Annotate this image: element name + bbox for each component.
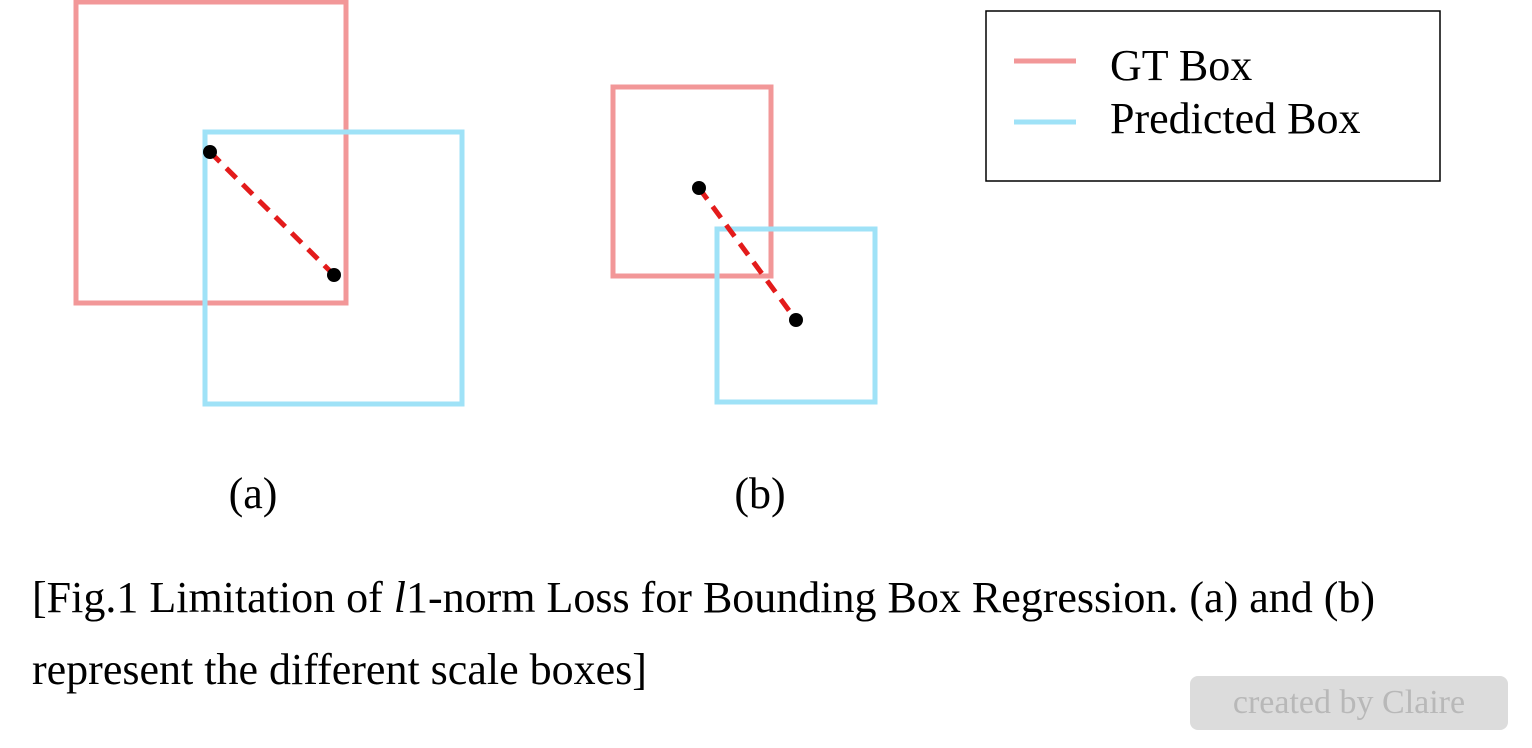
panel-b-label: (b) <box>734 469 785 518</box>
panel-b-predicted-center-point <box>789 313 803 327</box>
panel-b-predicted-box <box>714 226 878 405</box>
legend-frame <box>985 10 1441 182</box>
panel-b <box>610 84 878 405</box>
legend-predicted-label: Predicted Box <box>1110 94 1361 143</box>
panel-a-gt-center-point <box>203 145 217 159</box>
panel-a-predicted-box <box>202 129 465 407</box>
watermark-badge: created by Claire <box>1190 676 1508 730</box>
panel-a-label: (a) <box>229 469 278 518</box>
caption-text-start: [Fig.1 Limitation of <box>32 573 394 622</box>
caption-text-end: 1-norm Loss for Bounding Box Regression.… <box>32 573 1376 694</box>
figure-caption: [Fig.1 Limitation of l1-norm Loss for Bo… <box>32 562 1512 706</box>
legend: GT Box Predicted Box <box>985 10 1441 182</box>
caption-l-symbol: l <box>393 573 406 622</box>
panel-a-predicted-center-point <box>327 268 341 282</box>
panel-b-gt-box <box>610 84 774 279</box>
panel-a <box>73 0 465 407</box>
panel-a-center-distance-line <box>208 150 336 277</box>
panel-a-gt-box <box>73 0 349 306</box>
panel-b-center-distance-line <box>696 186 799 322</box>
panel-b-gt-center-point <box>692 181 706 195</box>
legend-gt-label: GT Box <box>1110 41 1252 90</box>
